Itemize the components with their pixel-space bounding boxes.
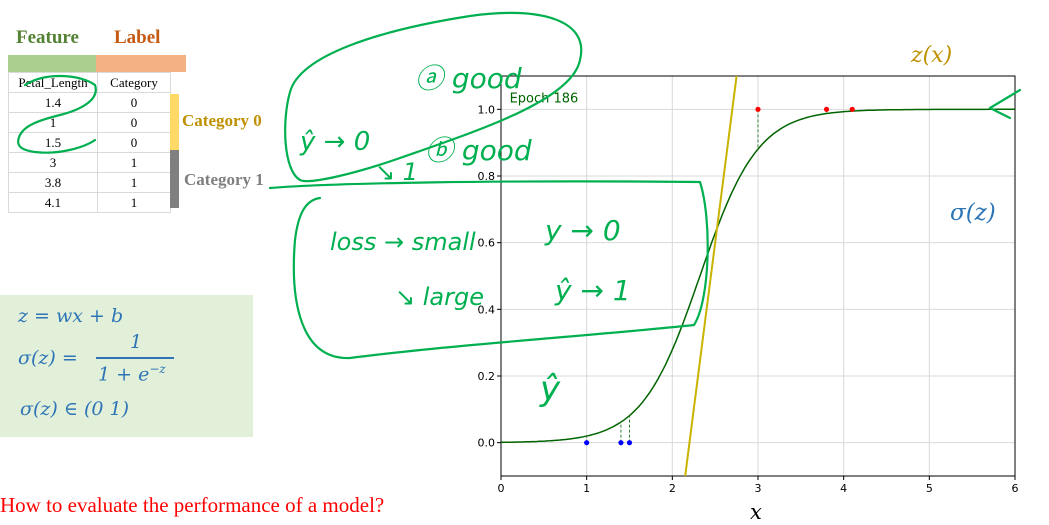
table-cell: 1 <box>97 192 171 213</box>
x-tick-label: 2 <box>669 482 676 495</box>
x-tick-label: 1 <box>583 482 590 495</box>
class-1-point <box>755 106 761 112</box>
x-tick-label: 5 <box>926 482 933 495</box>
class-0-point <box>618 440 624 446</box>
label-header: Label <box>114 27 161 48</box>
fraction-bar <box>96 357 174 359</box>
z-line-label: z(x) <box>911 43 953 68</box>
denominator-text: 1 + e <box>98 363 150 386</box>
y-tick-label: 1.0 <box>478 103 496 116</box>
equation-box: z = wx + b σ(z) = 1 1 + e−z σ(z) ∈ (0 1) <box>0 295 253 437</box>
class-0-point <box>626 440 633 446</box>
class-0-point <box>584 440 590 446</box>
exponent: −z <box>149 362 166 376</box>
z-line <box>684 75 738 477</box>
sigmoid-denominator: 1 + e−z <box>98 362 166 385</box>
label-color-bar <box>96 55 186 72</box>
table-cell: 4.1 <box>8 192 98 213</box>
sigmoid-lhs: σ(z) = <box>18 347 78 369</box>
x-tick-label: 6 <box>1012 482 1019 495</box>
category-1-label: Category 1 <box>184 170 264 189</box>
epoch-annotation: Epoch 186 <box>510 92 579 107</box>
sigmoid-curve <box>501 108 1015 444</box>
sigmoid-numerator: 1 <box>130 331 143 353</box>
x-tick-label: 4 <box>840 482 847 495</box>
linear-equation: z = wx + b <box>18 305 124 327</box>
x-tick-label: 3 <box>755 482 762 495</box>
col-header-category: Category <box>97 72 171 93</box>
y-tick-label: 0.8 <box>478 170 496 183</box>
question-text: How to evaluate the performance of a mod… <box>0 493 385 517</box>
feature-color-bar <box>8 55 96 72</box>
category-0-swatch <box>170 94 179 150</box>
sigmoid-range: σ(z) ∈ (0 1) <box>20 398 129 420</box>
category-1-swatch <box>170 150 179 208</box>
category-0-label: Category 0 <box>182 111 262 130</box>
class-1-point <box>849 106 855 112</box>
x-axis-label: x <box>750 500 762 524</box>
x-tick-label: 0 <box>498 482 505 495</box>
y-tick-label: 0.6 <box>478 237 496 250</box>
y-tick-label: 0.0 <box>478 437 496 450</box>
feature-header: Feature <box>16 27 79 48</box>
class-1-point <box>823 106 830 112</box>
y-tick-label: 0.2 <box>478 370 496 383</box>
sigmoid-label: σ(z) <box>950 200 996 226</box>
y-tick-label: 0.4 <box>478 303 496 316</box>
